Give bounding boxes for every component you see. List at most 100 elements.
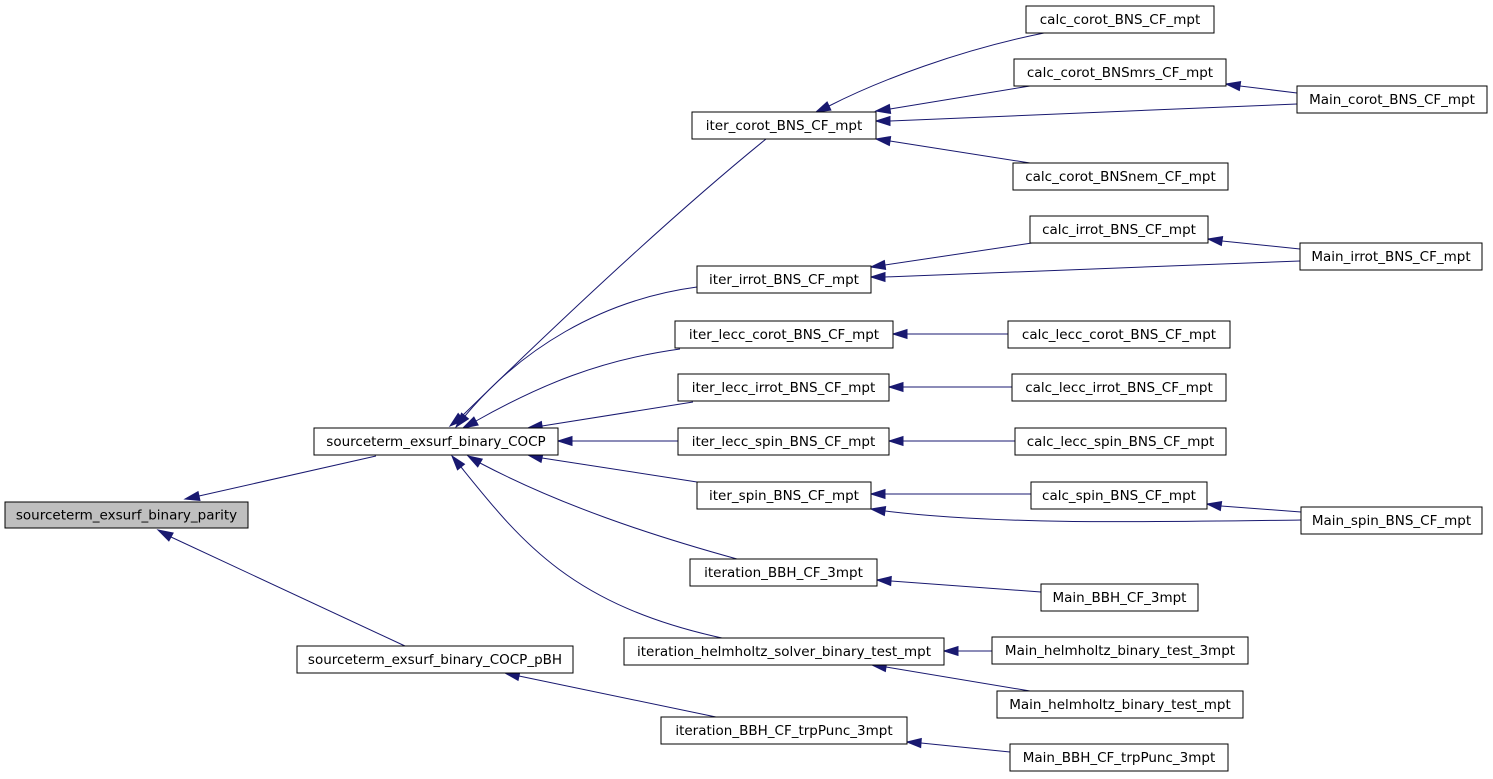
- node-label: sourceterm_exsurf_binary_parity: [16, 508, 237, 524]
- node-main-spin[interactable]: Main_spin_BNS_CF_mpt: [1300, 506, 1483, 535]
- arrowhead-icon: [814, 101, 832, 113]
- edge-iter_lecc_corot-to-cocp: [461, 348, 681, 429]
- arrowhead-icon: [1224, 80, 1242, 92]
- edge-iter_lecc_irrot-to-cocp: [526, 401, 694, 432]
- edge-line: [541, 401, 694, 427]
- node-label: Main_BBH_CF_3mpt: [1053, 590, 1187, 606]
- node-main-helm-mpt[interactable]: Main_helmholtz_binary_test_mpt: [996, 690, 1244, 719]
- node-label: Main_helmholtz_binary_test_3mpt: [1005, 643, 1235, 659]
- node-box: [996, 690, 1244, 719]
- node-calc-corot[interactable]: calc_corot_BNS_CF_mpt: [1025, 5, 1215, 34]
- node-box: [696, 265, 872, 294]
- arrowhead-icon: [556, 435, 573, 447]
- edge-calc_corot_nem-to-iter_corot: [874, 135, 1031, 164]
- edge-line: [170, 536, 406, 647]
- node-box: [4, 501, 249, 529]
- node-calc-spin[interactable]: calc_spin_BNS_CF_mpt: [1030, 481, 1208, 510]
- node-label: iteration_helmholtz_solver_binary_test_m…: [637, 644, 931, 660]
- edge-line: [1220, 505, 1302, 513]
- node-label: Main_spin_BNS_CF_mpt: [1312, 513, 1471, 529]
- node-main-corot[interactable]: Main_corot_BNS_CF_mpt: [1296, 85, 1488, 114]
- node-label: calc_spin_BNS_CF_mpt: [1042, 488, 1196, 504]
- node-iteration-bbh-trp[interactable]: iteration_BBH_CF_trpPunc_3mpt: [660, 716, 908, 745]
- node-label: Main_corot_BNS_CF_mpt: [1309, 92, 1475, 108]
- node-box: [991, 636, 1249, 665]
- node-box: [1300, 506, 1483, 535]
- edge-line: [464, 286, 698, 417]
- node-iter-corot[interactable]: iter_corot_BNS_CF_mpt: [691, 111, 877, 140]
- node-main-irrot[interactable]: Main_irrot_BNS_CF_mpt: [1299, 242, 1483, 271]
- node-label: calc_irrot_BNS_CF_mpt: [1042, 222, 1196, 238]
- node-calc-lecc-spin[interactable]: calc_lecc_spin_BNS_CF_mpt: [1014, 427, 1227, 456]
- arrowhead-icon: [869, 271, 886, 283]
- edge-iter_spin-to-cocp: [526, 453, 698, 483]
- node-box: [696, 481, 872, 510]
- edge-line: [889, 103, 1298, 122]
- node-box: [691, 111, 877, 140]
- edge-line: [518, 675, 717, 718]
- node-box: [296, 645, 574, 674]
- node-cocp[interactable]: sourceterm_exsurf_binary_COCP: [313, 427, 559, 456]
- node-label: calc_lecc_corot_BNS_CF_mpt: [1022, 327, 1216, 343]
- node-label: iter_corot_BNS_CF_mpt: [706, 118, 863, 134]
- edge-line: [460, 466, 723, 639]
- node-iteration-helm[interactable]: iteration_helmholtz_solver_binary_test_m…: [623, 637, 945, 666]
- node-label: Main_irrot_BNS_CF_mpt: [1311, 249, 1470, 265]
- edge-line: [889, 140, 1031, 164]
- node-label: Main_helmholtz_binary_test_mpt: [1009, 697, 1231, 713]
- node-iter-lecc-irrot[interactable]: iter_lecc_irrot_BNS_CF_mpt: [677, 373, 890, 402]
- arrowhead-icon: [887, 381, 904, 393]
- arrowhead-icon: [461, 416, 479, 429]
- node-calc-lecc-irrot[interactable]: calc_lecc_irrot_BNS_CF_mpt: [1011, 373, 1227, 402]
- node-calc-lecc-corot[interactable]: calc_lecc_corot_BNS_CF_mpt: [1007, 320, 1231, 349]
- edge-main_corot-to-iter_corot: [874, 103, 1298, 127]
- node-box: [660, 716, 908, 745]
- arrowhead-icon: [1206, 235, 1224, 247]
- node-box: [1011, 373, 1227, 402]
- edge-main_irrot-to-calc_irrot: [1206, 235, 1301, 250]
- edge-line: [884, 260, 1301, 278]
- edge-iteration_bbh-to-cocp: [466, 455, 738, 560]
- node-cocp-pbh[interactable]: sourceterm_exsurf_binary_COCP_pBH: [296, 645, 574, 674]
- edge-line: [828, 32, 1045, 107]
- node-label: iteration_BBH_CF_3mpt: [704, 565, 863, 581]
- edge-main_corot-to-calc_corot_mrs: [1224, 80, 1298, 94]
- edge-calc_spin-to-iter_spin: [869, 488, 1031, 500]
- edge-calc_lecc_corot-to-iter_lecc_corot: [891, 328, 1008, 340]
- edge-main_helm_mpt-to-iteration_helm: [870, 661, 1031, 692]
- edge-iter_irrot-to-cocp: [454, 286, 698, 429]
- edge-calc_corot-to-iter_corot: [814, 32, 1045, 113]
- node-iter-irrot[interactable]: iter_irrot_BNS_CF_mpt: [696, 265, 872, 294]
- node-iter-spin[interactable]: iter_spin_BNS_CF_mpt: [696, 481, 872, 510]
- edge-cocp_pbh-to-parity: [156, 529, 406, 647]
- node-box: [1030, 481, 1208, 510]
- node-parity[interactable]: sourceterm_exsurf_binary_parity: [4, 501, 249, 529]
- arrowhead-icon: [874, 115, 891, 127]
- edge-main_spin-to-iter_spin: [869, 505, 1302, 523]
- node-main-bbh[interactable]: Main_BBH_CF_3mpt: [1040, 583, 1199, 612]
- node-box: [1009, 743, 1229, 772]
- edge-main_helm_3mpt-to-iteration_helm: [942, 645, 992, 657]
- node-label: calc_corot_BNSnem_CF_mpt: [1025, 169, 1216, 185]
- node-calc-corot-nem[interactable]: calc_corot_BNSnem_CF_mpt: [1012, 162, 1229, 191]
- edge-iteration_bbh_trp-to-cocp_pbh: [503, 671, 717, 718]
- node-iteration-bbh[interactable]: iteration_BBH_CF_3mpt: [689, 558, 878, 587]
- edge-main_bbh-to-iteration_bbh: [875, 575, 1042, 593]
- node-iter-lecc-corot[interactable]: iter_lecc_corot_BNS_CF_mpt: [674, 320, 894, 349]
- node-calc-irrot[interactable]: calc_irrot_BNS_CF_mpt: [1029, 215, 1209, 244]
- edge-calc_irrot-to-iter_irrot: [869, 242, 1033, 271]
- arrowhead-icon: [1205, 500, 1223, 512]
- arrowhead-icon: [869, 488, 886, 500]
- arrowhead-icon: [869, 259, 887, 271]
- node-calc-corot-mrs[interactable]: calc_corot_BNSmrs_CF_mpt: [1013, 58, 1227, 87]
- node-label: iter_lecc_corot_BNS_CF_mpt: [689, 327, 879, 343]
- node-iter-lecc-spin[interactable]: iter_lecc_spin_BNS_CF_mpt: [677, 427, 890, 456]
- edge-line: [475, 348, 681, 422]
- edge-main_irrot-to-iter_irrot: [869, 260, 1301, 283]
- node-main-bbh-trp[interactable]: Main_BBH_CF_trpPunc_3mpt: [1009, 743, 1229, 772]
- arrowhead-icon: [887, 435, 904, 447]
- node-label: iter_spin_BNS_CF_mpt: [709, 488, 859, 504]
- edge-line: [884, 510, 1302, 523]
- node-main-helm-3mpt[interactable]: Main_helmholtz_binary_test_3mpt: [991, 636, 1249, 665]
- arrowhead-icon: [905, 737, 922, 749]
